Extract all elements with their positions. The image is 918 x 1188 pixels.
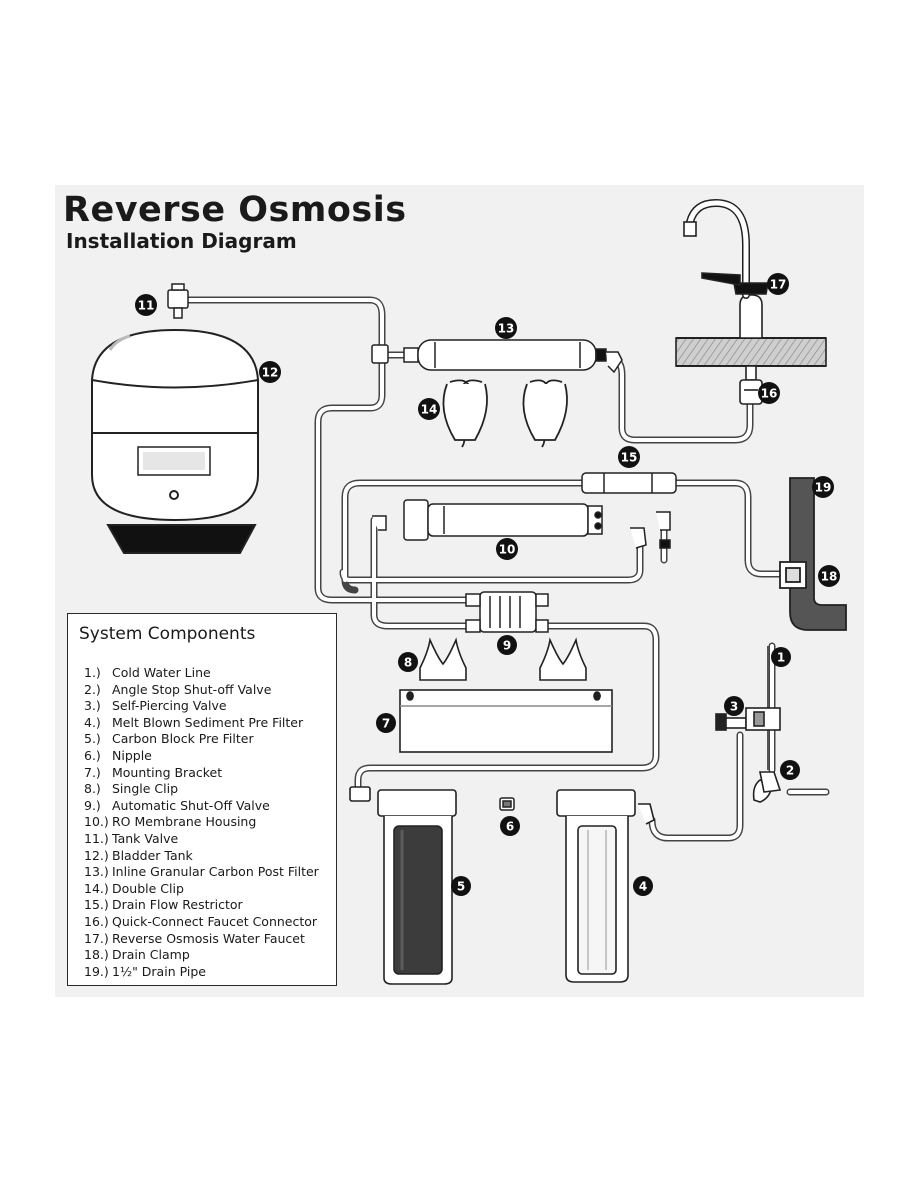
- drain-pipe-assembly: [779, 477, 847, 631]
- svg-text:12: 12: [262, 366, 279, 380]
- diagram-subtitle: Installation Diagram: [66, 229, 297, 253]
- svg-text:7: 7: [382, 717, 390, 731]
- svg-text:2: 2: [786, 764, 794, 778]
- tube-post-to-faucet: [608, 354, 754, 444]
- callout-8: 8: [398, 652, 418, 672]
- faucet-assembly: [675, 198, 827, 405]
- auto-shutoff-valve: [465, 591, 549, 633]
- svg-text:3: 3: [730, 700, 738, 714]
- svg-text:15: 15: [621, 451, 638, 465]
- sediment-prefilter: [556, 789, 655, 983]
- callout-6: 6: [500, 816, 520, 836]
- callout-2: 2: [780, 760, 800, 780]
- svg-text:6: 6: [506, 820, 514, 834]
- list-item: 1.)Cold Water Line: [84, 665, 211, 680]
- single-clips: [419, 637, 587, 681]
- legend-title: System Components: [79, 624, 256, 644]
- list-item: 12.)Bladder Tank: [84, 847, 193, 863]
- tube-sediment-inlet: [648, 731, 744, 842]
- callout-11: 11: [135, 294, 157, 316]
- list-item: 13.)Inline Granular Carbon Post Filter: [84, 864, 319, 880]
- svg-text:10: 10: [499, 543, 516, 557]
- bladder-tank: [91, 328, 259, 554]
- list-item: 6.)Nipple: [84, 747, 152, 763]
- callout-9: 9: [497, 635, 517, 655]
- tubing: [184, 296, 830, 842]
- carbon-block-prefilter: [349, 786, 457, 985]
- double-clips: [442, 379, 568, 448]
- callout-19: 19: [812, 476, 834, 498]
- inline-post-filter: [371, 339, 623, 374]
- list-item: 4.)Melt Blown Sediment Pre Filter: [84, 714, 304, 730]
- callout-5: 5: [451, 876, 471, 896]
- system-components-legend: System Components 1.)Cold Water Line 2.)…: [67, 613, 337, 986]
- svg-text:11: 11: [138, 299, 155, 313]
- list-item: 2.)Angle Stop Shut-off Valve: [84, 681, 272, 697]
- callout-13: 13: [495, 317, 517, 339]
- list-item: 18.)Drain Clamp: [84, 947, 190, 963]
- callout-10: 10: [496, 538, 518, 560]
- list-item: 8.)Single Clip: [84, 781, 179, 797]
- list-item: 14.)Double Clip: [84, 880, 184, 896]
- nipple: [499, 797, 515, 811]
- svg-text:9: 9: [503, 639, 511, 653]
- tank-valve: [167, 283, 189, 319]
- callout-4: 4: [633, 876, 653, 896]
- callout-12: 12: [259, 361, 281, 383]
- svg-text:14: 14: [421, 403, 438, 417]
- list-item: 15.)Drain Flow Restrictor: [84, 897, 243, 913]
- list-item: 16.)Quick-Connect Faucet Connector: [84, 913, 318, 929]
- callout-3: 3: [724, 696, 744, 716]
- callout-17: 17: [767, 273, 789, 295]
- components-list: 1.)Cold Water Line 2.)Angle Stop Shut-of…: [84, 665, 319, 980]
- callout-15: 15: [618, 446, 640, 468]
- list-item: 5.)Carbon Block Pre Filter: [84, 731, 254, 747]
- tube-membrane-out: [339, 536, 644, 584]
- svg-text:17: 17: [770, 278, 787, 292]
- callout-1: 1: [771, 647, 791, 667]
- svg-text:1: 1: [777, 651, 785, 665]
- callout-14: 14: [418, 398, 440, 420]
- svg-text:5: 5: [457, 880, 465, 894]
- list-item: 10.)RO Membrane Housing: [84, 814, 257, 830]
- list-item: 7.)Mounting Bracket: [84, 764, 223, 780]
- svg-text:8: 8: [404, 656, 412, 670]
- list-item: 19.)1½" Drain Pipe: [84, 963, 206, 979]
- list-item: 17.)Reverse Osmosis Water Faucet: [84, 930, 305, 946]
- ro-membrane-housing: [372, 499, 671, 549]
- list-item: 9.)Automatic Shut-Off Valve: [84, 797, 270, 813]
- mounting-bracket: [399, 689, 613, 753]
- list-item: 3.)Self-Piercing Valve: [84, 698, 227, 714]
- callouts: 1 2 3 4 5 6 7 8 9 10 11 12 13 14 15 16 1…: [135, 273, 840, 896]
- callout-18: 18: [818, 565, 840, 587]
- callout-16: 16: [758, 382, 780, 404]
- drain-flow-restrictor: [581, 472, 677, 494]
- svg-text:4: 4: [639, 880, 647, 894]
- svg-text:18: 18: [821, 570, 838, 584]
- svg-text:13: 13: [498, 322, 515, 336]
- svg-text:19: 19: [815, 481, 832, 495]
- valve-assembly: [715, 646, 782, 803]
- svg-text:16: 16: [761, 387, 778, 401]
- list-item: 11.)Tank Valve: [84, 830, 179, 846]
- diagram-title: Reverse Osmosis: [63, 190, 407, 230]
- callout-7: 7: [376, 713, 396, 733]
